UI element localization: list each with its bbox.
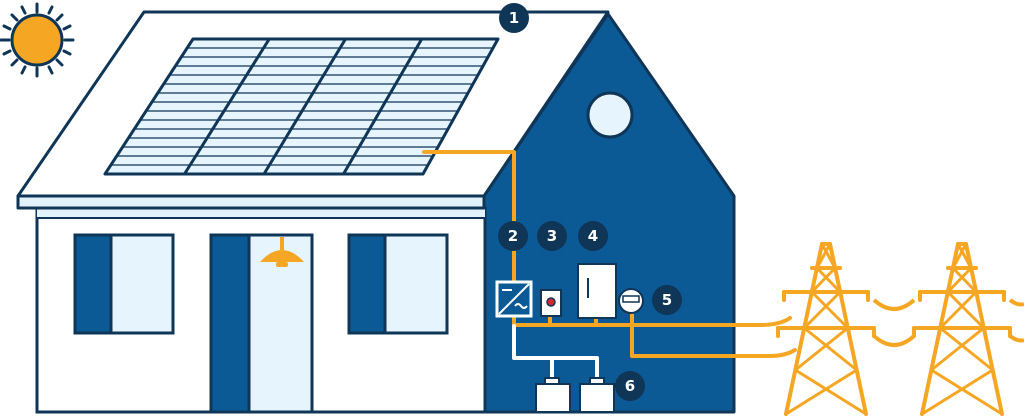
- power-line: [872, 334, 916, 347]
- badge-4: 4: [578, 221, 608, 251]
- badge-6: 6: [615, 371, 645, 401]
- power-line: [872, 298, 916, 311]
- svg-text:5: 5: [662, 291, 672, 309]
- battery-icon: [535, 377, 571, 413]
- svg-text:4: 4: [588, 227, 598, 245]
- svg-text:1: 1: [509, 9, 519, 27]
- svg-text:2: 2: [508, 227, 518, 245]
- pylons: [776, 242, 1024, 416]
- sun-icon: [0, 2, 75, 78]
- badge-3: 3: [537, 221, 567, 251]
- batteries: [535, 377, 615, 413]
- svg-text:6: 6: [625, 377, 635, 395]
- pylon-icon: [912, 242, 1012, 416]
- power-line: [1008, 334, 1024, 343]
- meter-branch: [548, 316, 598, 327]
- attic-window: [586, 91, 634, 139]
- panel-separator: [262, 38, 347, 175]
- badge-2: 2: [498, 221, 528, 251]
- panel-separator: [183, 38, 271, 175]
- lamp-icon: [260, 237, 304, 267]
- right-window: [347, 233, 449, 335]
- badge-5: 5: [652, 285, 682, 315]
- consumer-unit-icon: [577, 263, 617, 319]
- meter-icon: [618, 288, 644, 314]
- svg-text:3: 3: [547, 227, 557, 245]
- front-door: [209, 233, 314, 414]
- badges: 1 2 3 4 5 6: [498, 3, 682, 401]
- power-line: [1008, 298, 1024, 307]
- wiring: [422, 150, 797, 387]
- solar-panels: [103, 37, 500, 176]
- grid-wire-lower: [630, 308, 797, 358]
- panel-separator: [342, 38, 424, 175]
- pylon-icon: [776, 242, 876, 416]
- left-window: [73, 233, 175, 335]
- badge-1: 1: [499, 3, 529, 33]
- inverter-icon: [495, 280, 533, 318]
- grid-wire-upper: [512, 312, 792, 327]
- switch-icon: [540, 289, 562, 317]
- battery-icon: [579, 377, 615, 413]
